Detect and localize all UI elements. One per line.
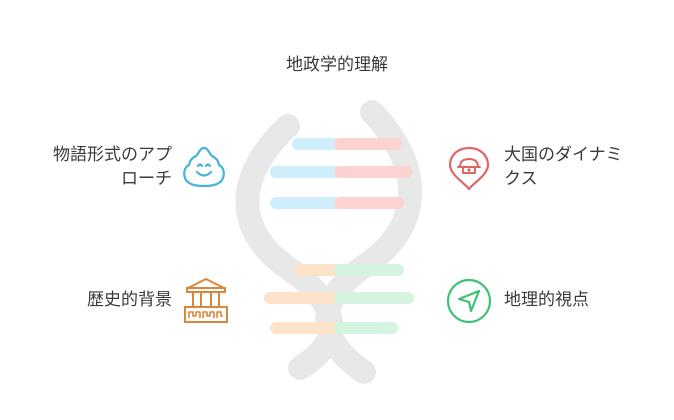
- helix-strand-b: [315, 100, 423, 384]
- upper-rungs: [270, 138, 412, 209]
- label-narrative-line1: 物語形式のアプ: [53, 145, 172, 165]
- label-great-power-dynamics: 大国のダイナミ クス: [504, 143, 664, 191]
- smiling-drop-icon: [180, 144, 228, 190]
- map-pin-icon: [446, 145, 492, 193]
- label-narrative-approach: 物語形式のアプ ローチ: [12, 143, 172, 191]
- label-narrative-line2: ローチ: [121, 169, 172, 189]
- temple-icon: [182, 276, 230, 326]
- navigation-arrow-icon: [445, 277, 493, 325]
- label-dynamics-line1: 大国のダイナミ: [504, 145, 623, 165]
- diagram-title: 地政学的理解: [286, 55, 388, 75]
- label-historical-background: 歴史的背景: [87, 290, 172, 310]
- label-dynamics-line2: クス: [504, 169, 538, 189]
- label-geographic-perspective: 地理的視点: [504, 290, 589, 310]
- lower-rungs: [264, 264, 414, 334]
